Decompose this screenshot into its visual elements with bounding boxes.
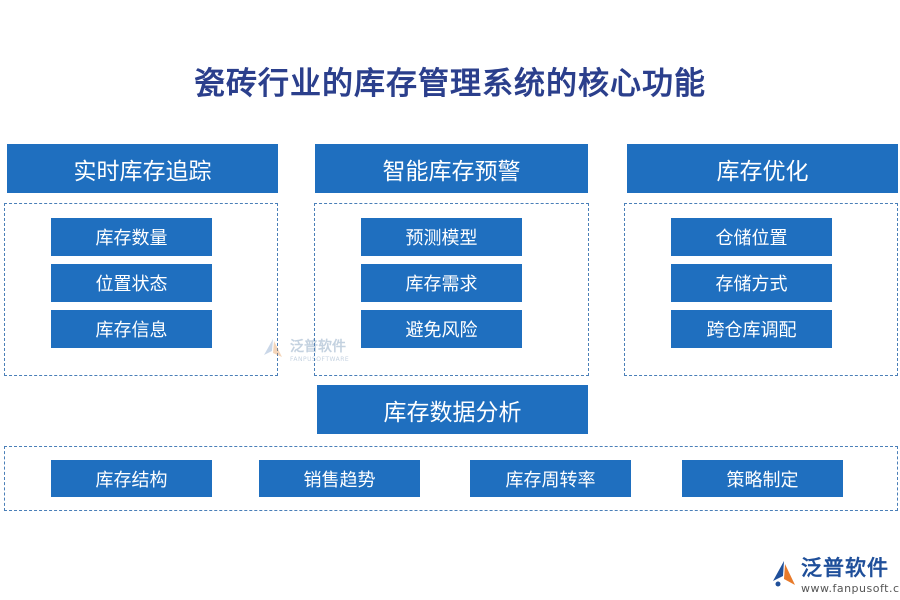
heading-realtime-tracking: 实时库存追踪 <box>7 144 278 193</box>
item-stock-demand: 库存需求 <box>361 264 522 302</box>
item-stock-structure: 库存结构 <box>51 460 212 497</box>
watermark: 泛普软件 FANPUSOFTWARE <box>260 336 349 363</box>
heading-data-analysis: 库存数据分析 <box>317 385 588 434</box>
heading-optimization: 库存优化 <box>627 144 898 193</box>
item-stock-info: 库存信息 <box>51 310 212 348</box>
watermark-name: 泛普软件 <box>290 339 346 355</box>
watermark-logo-icon <box>264 338 282 357</box>
brand-logo-icon <box>773 560 795 586</box>
item-forecast-model: 预测模型 <box>361 218 522 256</box>
panel-data-analysis <box>4 446 898 511</box>
item-sales-trend: 销售趋势 <box>259 460 420 497</box>
panel-smart-alert <box>314 203 589 376</box>
panel-optimization <box>624 203 898 376</box>
item-avoid-risk: 避免风险 <box>361 310 522 348</box>
panel-realtime-tracking <box>4 203 278 376</box>
item-turnover-rate: 库存周转率 <box>470 460 631 497</box>
page-title: 瓷砖行业的库存管理系统的核心功能 <box>194 66 706 102</box>
item-cross-warehouse: 跨仓库调配 <box>671 310 832 348</box>
watermark-sub: FANPUSOFTWARE <box>290 356 350 363</box>
item-storage-method: 存储方式 <box>671 264 832 302</box>
item-location-status: 位置状态 <box>51 264 212 302</box>
brand-url: www.fanpusoft.com <box>801 582 900 595</box>
item-strategy: 策略制定 <box>682 460 843 497</box>
heading-smart-alert: 智能库存预警 <box>315 144 588 193</box>
brand-logo: 泛普软件 www.fanpusoft.com <box>770 552 900 595</box>
item-stock-quantity: 库存数量 <box>51 218 212 256</box>
brand-name: 泛普软件 <box>801 556 889 580</box>
item-storage-location: 仓储位置 <box>671 218 832 256</box>
